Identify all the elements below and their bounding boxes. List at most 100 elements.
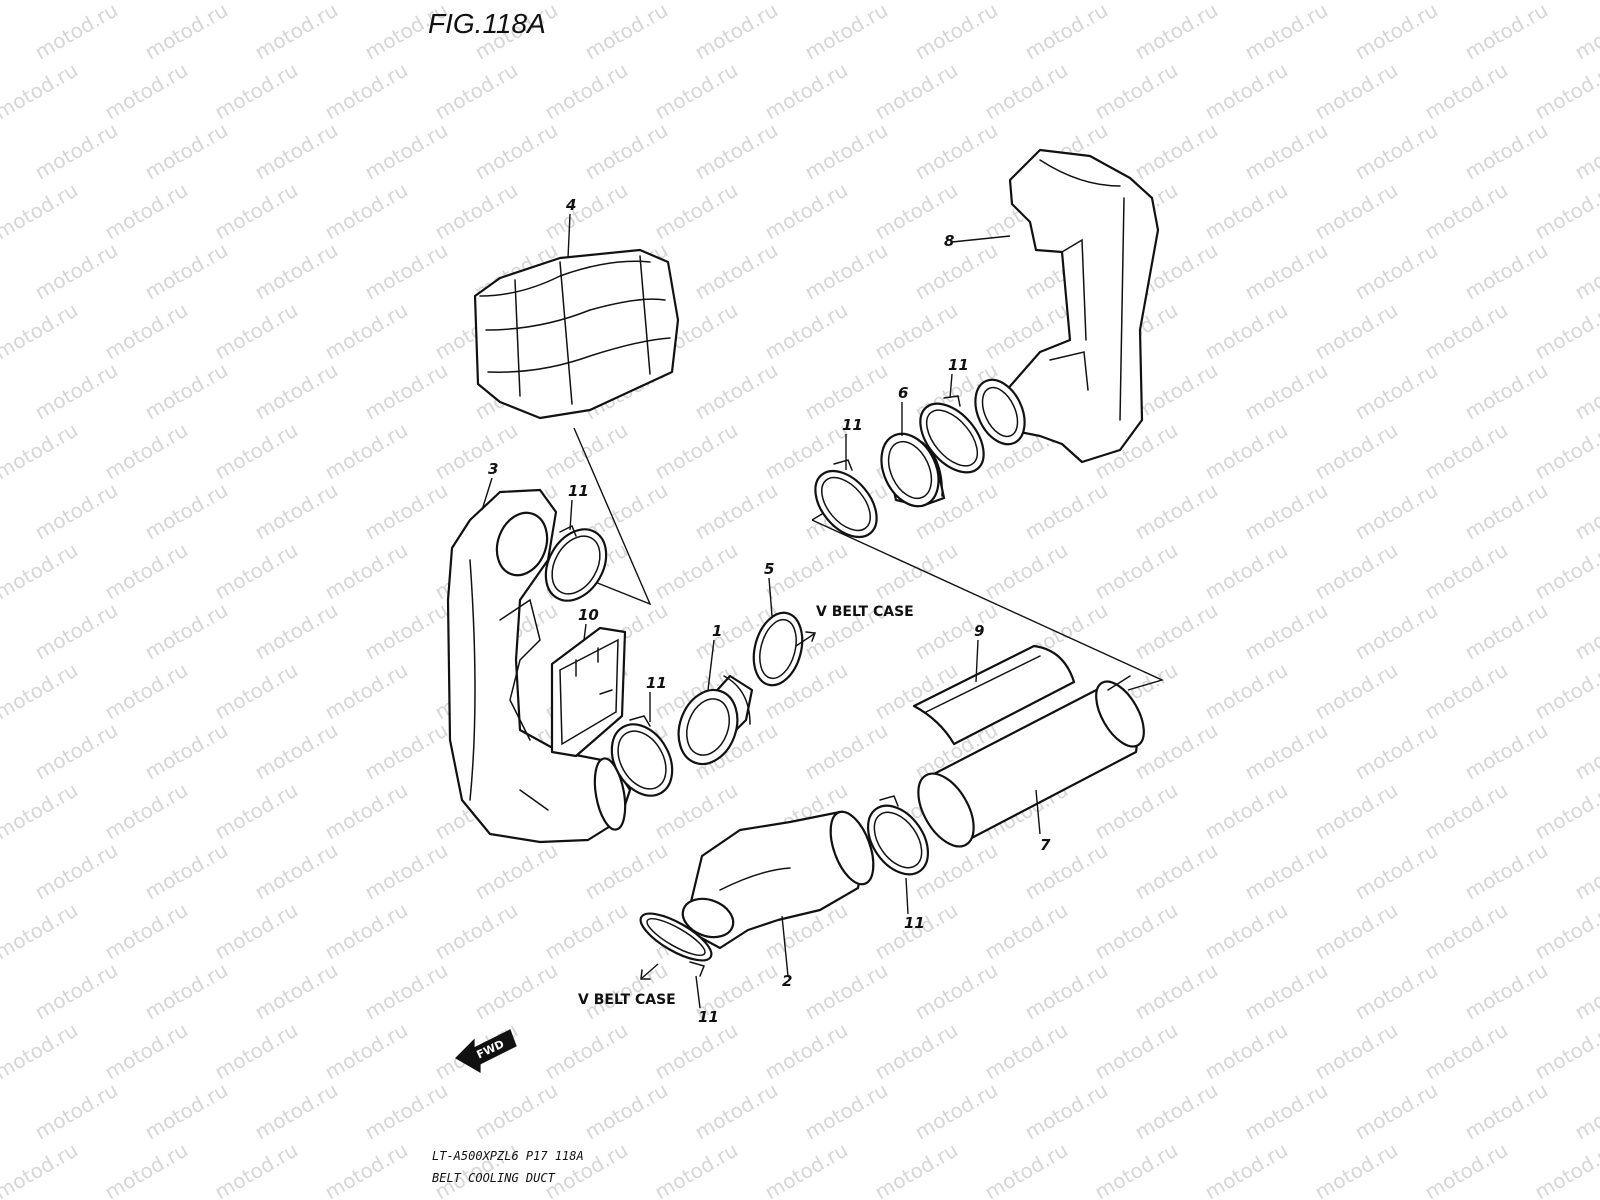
watermark-text: motod.ru <box>101 1018 192 1085</box>
watermark-text: motod.ru <box>1241 358 1332 425</box>
watermark-text: motod.ru <box>31 478 122 545</box>
watermark-text: motod.ru <box>801 1078 892 1145</box>
callout-part-7: 7 <box>1040 836 1051 854</box>
watermark-text: motod.ru <box>1351 838 1442 905</box>
watermark-text: motod.ru <box>651 1018 742 1085</box>
watermark-text: motod.ru <box>321 1018 412 1085</box>
watermark-text: motod.ru <box>801 358 892 425</box>
watermark-text: motod.ru <box>1571 118 1600 185</box>
watermark-text: motod.ru <box>211 178 302 245</box>
callout-part-4: 4 <box>565 196 576 214</box>
watermark-text: motod.ru <box>431 898 522 965</box>
watermark-text: motod.ru <box>871 538 962 605</box>
watermark-text: motod.ru <box>1311 658 1402 725</box>
part-7-tube <box>917 675 1145 848</box>
watermark-text: motod.ru <box>1421 1138 1512 1200</box>
watermark-text: motod.ru <box>1421 778 1512 845</box>
watermark-text: motod.ru <box>361 838 452 905</box>
watermark-text: motod.ru <box>431 178 522 245</box>
watermark-text: motod.ru <box>981 58 1072 125</box>
watermark-text: motod.ru <box>1311 0 1402 4</box>
watermark-text: motod.ru <box>251 118 342 185</box>
watermark-text: motod.ru <box>31 358 122 425</box>
watermark-text: motod.ru <box>1021 478 1112 545</box>
watermark-text: motod.ru <box>431 58 522 125</box>
part-6-coupler <box>880 432 946 508</box>
watermark-text: motod.ru <box>691 358 782 425</box>
watermark-text: motod.ru <box>1091 538 1182 605</box>
watermark-text: motod.ru <box>31 0 122 64</box>
watermark-text: motod.ru <box>101 1138 192 1200</box>
watermark-text: motod.ru <box>581 118 672 185</box>
watermark-text: motod.ru <box>1311 178 1402 245</box>
watermark-text: motod.ru <box>321 418 412 485</box>
watermark-text: motod.ru <box>1351 238 1442 305</box>
watermark-text: motod.ru <box>251 1078 342 1145</box>
watermark-text: motod.ru <box>1201 898 1292 965</box>
watermark-text: motod.ru <box>1021 838 1112 905</box>
watermark-text: motod.ru <box>1531 898 1600 965</box>
watermark-text: motod.ru <box>141 958 232 1025</box>
clamp-11-a <box>544 524 608 602</box>
watermark-text: motod.ru <box>1421 658 1512 725</box>
watermark-text: motod.ru <box>251 958 342 1025</box>
watermark-text: motod.ru <box>321 538 412 605</box>
watermark-text: motod.ru <box>211 418 302 485</box>
watermark-text: motod.ru <box>101 778 192 845</box>
watermark-text: motod.ru <box>1311 1138 1402 1200</box>
watermark-text: motod.ru <box>31 238 122 305</box>
watermark-text: motod.ru <box>1311 58 1402 125</box>
clamp-11-d <box>919 395 985 474</box>
watermark-text: motod.ru <box>1571 718 1600 785</box>
watermark-text: motod.ru <box>1241 958 1332 1025</box>
watermark-text: motod.ru <box>251 838 342 905</box>
clamp-11-b <box>610 715 674 797</box>
watermark-text: motod.ru <box>211 58 302 125</box>
watermark-text: motod.ru <box>431 0 522 4</box>
watermark-text: motod.ru <box>101 538 192 605</box>
watermark-text: motod.ru <box>141 598 232 665</box>
watermark-text: motod.ru <box>1531 298 1600 365</box>
watermark-text: motod.ru <box>1201 1138 1292 1200</box>
watermark-text: motod.ru <box>1311 778 1402 845</box>
watermark-text: motod.ru <box>251 0 342 64</box>
watermark-text: motod.ru <box>141 0 232 64</box>
watermark-text: motod.ru <box>1091 58 1182 125</box>
watermark-text: motod.ru <box>911 238 1002 305</box>
watermark-text: motod.ru <box>361 718 452 785</box>
watermark-text: motod.ru <box>0 1018 82 1085</box>
watermark-text: motod.ru <box>761 1018 852 1085</box>
note-v-belt-case-lower: V BELT CASE <box>578 992 676 1008</box>
part-1-coupler <box>677 674 754 766</box>
watermark-text: motod.ru <box>251 718 342 785</box>
watermark-text: motod.ru <box>801 238 892 305</box>
watermark-text: motod.ru <box>1421 898 1512 965</box>
part-5-seal <box>752 611 804 687</box>
callout-part-11: 11 <box>646 674 667 692</box>
watermark-text: motod.ru <box>141 478 232 545</box>
watermark-text: motod.ru <box>691 0 782 64</box>
callout-part-11: 11 <box>948 356 969 374</box>
watermark-text: motod.ru <box>1311 898 1402 965</box>
clamp-11-f <box>639 912 713 977</box>
watermark-text: motod.ru <box>1091 1018 1182 1085</box>
watermark-text: motod.ru <box>361 238 452 305</box>
watermark-text: motod.ru <box>761 58 852 125</box>
watermark-text: motod.ru <box>871 298 962 365</box>
watermark-text: motod.ru <box>651 0 742 4</box>
watermark-text: motod.ru <box>1201 178 1292 245</box>
watermark-text: motod.ru <box>101 298 192 365</box>
watermark-text: motod.ru <box>361 358 452 425</box>
watermark-text: motod.ru <box>1021 958 1112 1025</box>
watermark-text: motod.ru <box>651 58 742 125</box>
watermark-text: motod.ru <box>761 178 852 245</box>
watermark-text: motod.ru <box>1311 538 1402 605</box>
footer-model-code: LT-A500XPZL6 P17 118A <box>432 1149 584 1163</box>
watermark-text: motod.ru <box>1131 118 1222 185</box>
watermark-text: motod.ru <box>211 898 302 965</box>
watermark-text: motod.ru <box>1571 958 1600 1025</box>
watermark-text: motod.ru <box>0 418 82 485</box>
watermark-text: motod.ru <box>1201 538 1292 605</box>
part-2-elbow-duct <box>681 810 875 950</box>
watermark-text: motod.ru <box>581 1078 672 1145</box>
